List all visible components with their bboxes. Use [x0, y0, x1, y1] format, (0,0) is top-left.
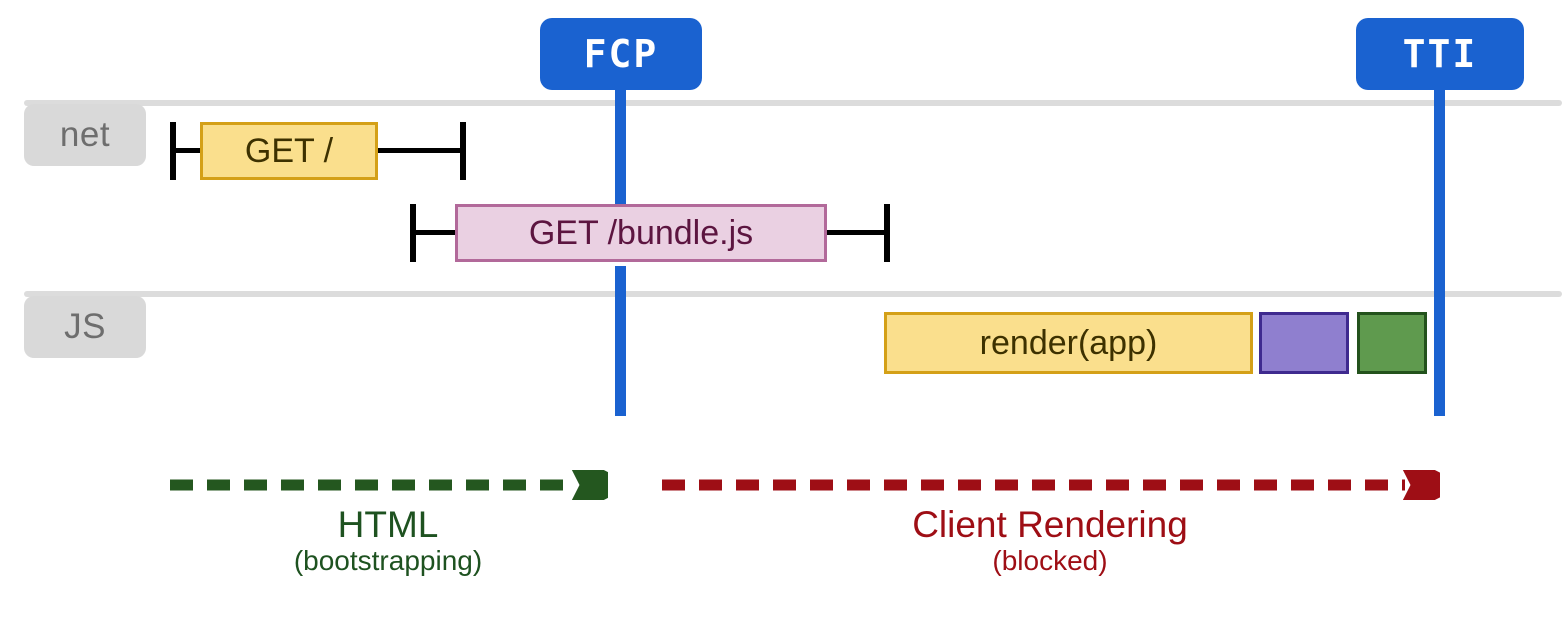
tti-marker-line — [1434, 100, 1445, 416]
fcp-marker-line-upper — [615, 100, 626, 212]
phase-label-client-rendering: Client Rendering (blocked) — [660, 504, 1440, 577]
task-bar-get-bundle-label: GET /bundle.js — [528, 213, 754, 252]
milestone-badge-fcp-label: FCP — [583, 32, 659, 76]
lane-label-js-text: JS — [64, 307, 106, 346]
phase-label-html-primary: HTML — [337, 504, 439, 545]
milestone-badge-tti-label: TTI — [1402, 32, 1478, 76]
task-bar-get-root[interactable]: GET / — [200, 122, 378, 180]
task-bar-hydration[interactable] — [1259, 312, 1349, 374]
phase-arrow-html — [168, 470, 608, 500]
phase-label-html: HTML (bootstrapping) — [168, 504, 608, 577]
fcp-marker-line-lower — [615, 266, 626, 416]
task-bar-render-app[interactable]: render(app) — [884, 312, 1253, 374]
lane-label-js: JS — [24, 296, 146, 358]
phase-label-client-primary: Client Rendering — [912, 504, 1188, 545]
whisker-cap-end — [460, 122, 466, 180]
tti-marker-stem — [1434, 86, 1445, 106]
milestone-badge-tti[interactable]: TTI — [1356, 18, 1524, 90]
task-bar-get-bundle[interactable]: GET /bundle.js — [455, 204, 827, 262]
lane-label-net-text: net — [59, 115, 111, 154]
lane-separator-js — [24, 291, 1562, 297]
phase-label-client-secondary: (blocked) — [992, 545, 1108, 577]
lane-label-net: net — [24, 104, 146, 166]
fcp-marker-stem — [615, 86, 626, 106]
phase-label-html-secondary: (bootstrapping) — [293, 545, 483, 577]
task-bar-get-root-label: GET / — [244, 131, 334, 170]
task-bar-render-app-label: render(app) — [979, 323, 1158, 362]
html-arrow-icon — [170, 470, 608, 500]
lane-separator-net — [24, 100, 1562, 106]
phase-arrow-client-rendering — [660, 470, 1440, 500]
task-bar-paint[interactable] — [1357, 312, 1427, 374]
milestone-badge-fcp[interactable]: FCP — [540, 18, 702, 90]
whisker-cap-end — [884, 204, 890, 262]
client-rendering-arrow-icon — [662, 470, 1440, 500]
